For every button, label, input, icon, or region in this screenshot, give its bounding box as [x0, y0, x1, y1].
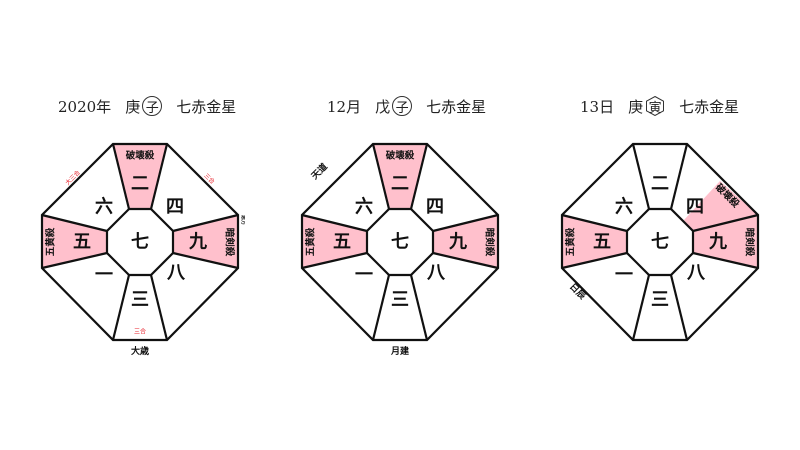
sector-se-star: 八: [427, 263, 446, 284]
label-gekken: 月建: [390, 345, 410, 357]
octagon-board: 七 二 四 九 八 三 一 五 六 破壊殺 暗剣殺 五黄殺 月建 天道: [300, 142, 500, 357]
label-sango-s: 三合: [134, 328, 146, 336]
title-branch: 寅: [648, 100, 662, 116]
sector-ne-star: 四: [166, 197, 184, 218]
sector-n-highlight: [373, 144, 427, 209]
label-hakaisatsu: 破壊殺: [126, 150, 155, 162]
sector-e-star: 九: [188, 232, 207, 253]
label-ankensatsu: 暗剣殺: [484, 228, 496, 257]
label-ankensatsu: 暗剣殺: [224, 228, 236, 257]
label-nisshin: 日辰: [567, 281, 588, 302]
day-chart-title: 13日 庚 寅 七赤金星: [580, 93, 739, 119]
sector-s-star: 三: [131, 290, 149, 311]
title-star: 七赤金星: [679, 97, 740, 116]
sector-n-highlight: [113, 144, 167, 209]
octagon-board: 七 二 四 九 八 三 一 五 六 破壊殺 暗剣殺 五黄殺 大三合 三合 三合 …: [40, 142, 247, 357]
title-period: 13日: [580, 97, 615, 116]
title-stem: 庚: [125, 97, 141, 116]
month-chart-title: 12月 戊 子 七赤金星: [327, 93, 486, 119]
sector-e-star: 九: [448, 232, 467, 253]
center-star: 七: [391, 232, 409, 253]
title-stem: 戊: [375, 97, 391, 116]
title-branch-hexagon: 寅: [645, 96, 665, 116]
sector-w-highlight: [562, 215, 627, 268]
label-ankensatsu: 暗剣殺: [744, 228, 756, 257]
title-branch-circled: 子: [142, 96, 163, 116]
sector-dividers: [301, 143, 499, 341]
sector-sw-star: 一: [95, 265, 113, 286]
sector-nw-star: 六: [615, 196, 633, 218]
day-direction-chart: 七 二 四 九 八 三 一 五 六 破壊殺 暗剣殺 五黄殺 日辰: [555, 140, 765, 370]
sector-sw-star: 一: [355, 265, 373, 286]
label-eho: 恵方: [240, 215, 245, 225]
sector-se-star: 八: [167, 263, 186, 284]
sector-nw-star: 六: [95, 196, 113, 218]
sector-n-star: 二: [651, 174, 669, 195]
sector-se-star: 八: [687, 263, 706, 284]
sector-w-star: 五: [73, 232, 91, 253]
sector-n-star: 二: [131, 174, 149, 195]
sector-ne-star: 四: [426, 197, 444, 218]
sector-s-star: 三: [391, 290, 409, 311]
sector-w-star: 五: [333, 232, 351, 253]
sector-sw-star: 一: [615, 265, 633, 286]
sector-w-highlight: [302, 215, 367, 268]
octagon-board: 七 二 四 九 八 三 一 五 六 破壊殺 暗剣殺 五黄殺 日辰: [560, 142, 760, 342]
sector-e-highlight: [173, 215, 238, 268]
sector-w-star: 五: [593, 232, 611, 253]
title-branch-circled: 子: [392, 96, 413, 116]
sector-e-highlight: [693, 215, 758, 268]
title-star: 七赤金星: [176, 97, 237, 116]
label-gooosatsu: 五黄殺: [45, 227, 57, 256]
center-star: 七: [131, 232, 149, 253]
month-direction-chart: 七 二 四 九 八 三 一 五 六 破壊殺 暗剣殺 五黄殺 月建 天道: [295, 140, 505, 370]
label-hakaisatsu: 破壊殺: [386, 150, 415, 162]
sector-nw-star: 六: [355, 196, 373, 218]
title-period: 12月: [327, 97, 362, 116]
title-star: 七赤金星: [426, 97, 487, 116]
label-gooosatsu: 五黄殺: [305, 227, 317, 256]
sector-n-star: 二: [391, 174, 409, 195]
center-star: 七: [651, 232, 669, 253]
year-direction-chart: 七 二 四 九 八 三 一 五 六 破壊殺 暗剣殺 五黄殺 大三合 三合 三合 …: [35, 140, 247, 370]
sector-dividers: [561, 143, 759, 341]
year-chart-title: 2020年 庚 子 七赤金星: [58, 93, 236, 119]
sector-e-highlight: [433, 215, 498, 268]
label-tendo: 天道: [309, 161, 330, 182]
hexagon-frame-icon: [646, 96, 665, 116]
title-period: 2020年: [58, 97, 112, 116]
label-sango-ne: 三合: [202, 172, 216, 186]
label-gooosatsu: 五黄殺: [565, 227, 577, 256]
sector-ne-star: 四: [686, 197, 704, 218]
label-taisai: 大歳: [131, 345, 149, 357]
sector-s-star: 三: [651, 290, 669, 311]
sector-dividers: [41, 143, 239, 341]
sector-e-star: 九: [708, 232, 727, 253]
sector-w-highlight: [42, 215, 107, 268]
title-stem: 庚: [628, 97, 644, 116]
